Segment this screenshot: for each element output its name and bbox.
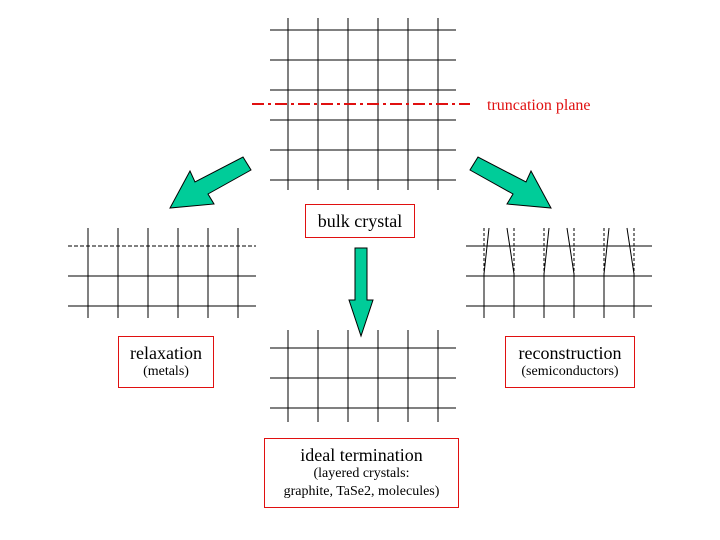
reconstruction-surface-dashed bbox=[483, 228, 635, 274]
truncation-plane-label: truncation plane bbox=[487, 97, 591, 114]
relaxation-grid bbox=[68, 228, 256, 318]
ideal-termination-label: ideal termination bbox=[300, 445, 423, 465]
relaxation-box: relaxation (metals) bbox=[118, 336, 214, 388]
reconstruction-box: reconstruction (semiconductors) bbox=[505, 336, 635, 388]
relaxation-label: relaxation bbox=[130, 343, 202, 363]
arrow-to-ideal-termination bbox=[348, 247, 374, 338]
bulk-crystal-box: bulk crystal bbox=[305, 204, 415, 238]
arrow-to-reconstruction bbox=[469, 156, 552, 209]
ideal-termination-grid bbox=[270, 330, 456, 422]
ideal-termination-sublabel-1: (layered crystals: bbox=[313, 466, 410, 481]
reconstruction-surface-dimers bbox=[483, 227, 635, 275]
bulk-crystal-label: bulk crystal bbox=[317, 211, 403, 231]
relaxation-sublabel: (metals) bbox=[143, 364, 189, 379]
reconstruction-label: reconstruction bbox=[518, 343, 622, 363]
reconstruction-sublabel: (semiconductors) bbox=[521, 364, 619, 379]
ideal-termination-sublabel-2: graphite, TaSe2, molecules) bbox=[283, 484, 440, 499]
arrow-to-relaxation bbox=[169, 156, 252, 209]
reconstruction-grid bbox=[466, 245, 652, 318]
ideal-termination-box: ideal termination (layered crystals: gra… bbox=[264, 438, 459, 508]
